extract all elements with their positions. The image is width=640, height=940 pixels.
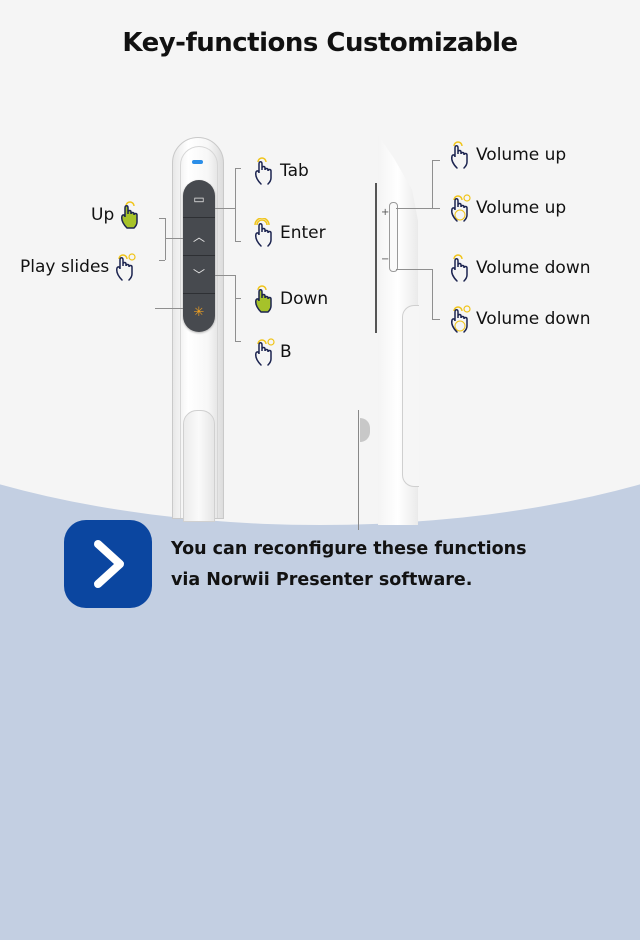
side-panel <box>402 305 419 487</box>
connector <box>165 238 183 239</box>
connector <box>155 308 183 309</box>
down-key[interactable]: ﹀ <box>183 256 215 294</box>
plus-sign: + <box>381 207 390 218</box>
edge-line <box>358 410 359 530</box>
minus-sign: − <box>381 254 390 265</box>
connector <box>432 160 433 209</box>
hand-long-press-icon <box>254 338 275 366</box>
window-key[interactable]: ▭ <box>183 180 215 218</box>
connector <box>396 208 432 209</box>
label-volume-down-press: Volume down <box>448 253 591 283</box>
connector <box>432 160 440 161</box>
hand-long-press-icon <box>116 253 136 281</box>
connector <box>235 168 236 242</box>
connector <box>432 319 440 320</box>
hand-long-press-icon <box>450 194 471 222</box>
label-volume-down-hold: Volume down <box>448 304 591 334</box>
chevron-right-icon <box>64 520 152 608</box>
laser-key[interactable]: ✳ <box>193 305 205 320</box>
label-down: Down <box>252 284 328 314</box>
connector <box>215 208 235 209</box>
connector <box>235 341 241 342</box>
hand-press-hold-icon <box>254 285 272 313</box>
connector <box>165 218 166 260</box>
connector <box>432 269 433 319</box>
connector <box>159 218 165 219</box>
info-line-2: via Norwii Presenter software. <box>171 570 473 590</box>
connector <box>235 275 236 341</box>
remote-inner-edge <box>180 146 218 518</box>
label-play-slides: Play slides <box>20 252 137 282</box>
label-volume-up-hold: Volume up <box>448 193 566 223</box>
info-line-1: You can reconfigure these functions <box>171 539 527 559</box>
hand-double-press-icon <box>254 218 272 247</box>
hand-press-hold-icon <box>121 201 138 229</box>
hand-single-press-icon <box>450 254 468 282</box>
connector <box>235 241 241 242</box>
connector <box>159 260 165 261</box>
label-up: Up <box>91 200 142 230</box>
info-text: You can reconfigure these functions via … <box>171 534 527 596</box>
arc-background <box>0 280 640 525</box>
up-key[interactable]: ︿ <box>183 218 215 256</box>
led-indicator <box>192 160 203 164</box>
hand-long-press-icon <box>450 305 471 333</box>
keypad: ▭ ︿ ﹀ ✳ <box>183 180 215 332</box>
remote-clip <box>183 410 215 522</box>
label-b: B <box>252 337 292 367</box>
page-title: Key-functions Customizable <box>122 28 518 58</box>
volume-rocker[interactable] <box>389 202 398 272</box>
label-tab: Tab <box>252 156 309 186</box>
hand-single-press-icon <box>450 141 468 169</box>
hand-single-press-icon <box>254 157 272 185</box>
connector <box>396 269 432 270</box>
side-strip <box>375 183 377 333</box>
connector <box>432 208 440 209</box>
side-dome <box>360 418 370 442</box>
label-enter: Enter <box>252 218 326 248</box>
connector <box>235 298 241 299</box>
connector <box>235 168 241 169</box>
label-volume-up-press: Volume up <box>448 140 566 170</box>
connector <box>215 275 235 276</box>
